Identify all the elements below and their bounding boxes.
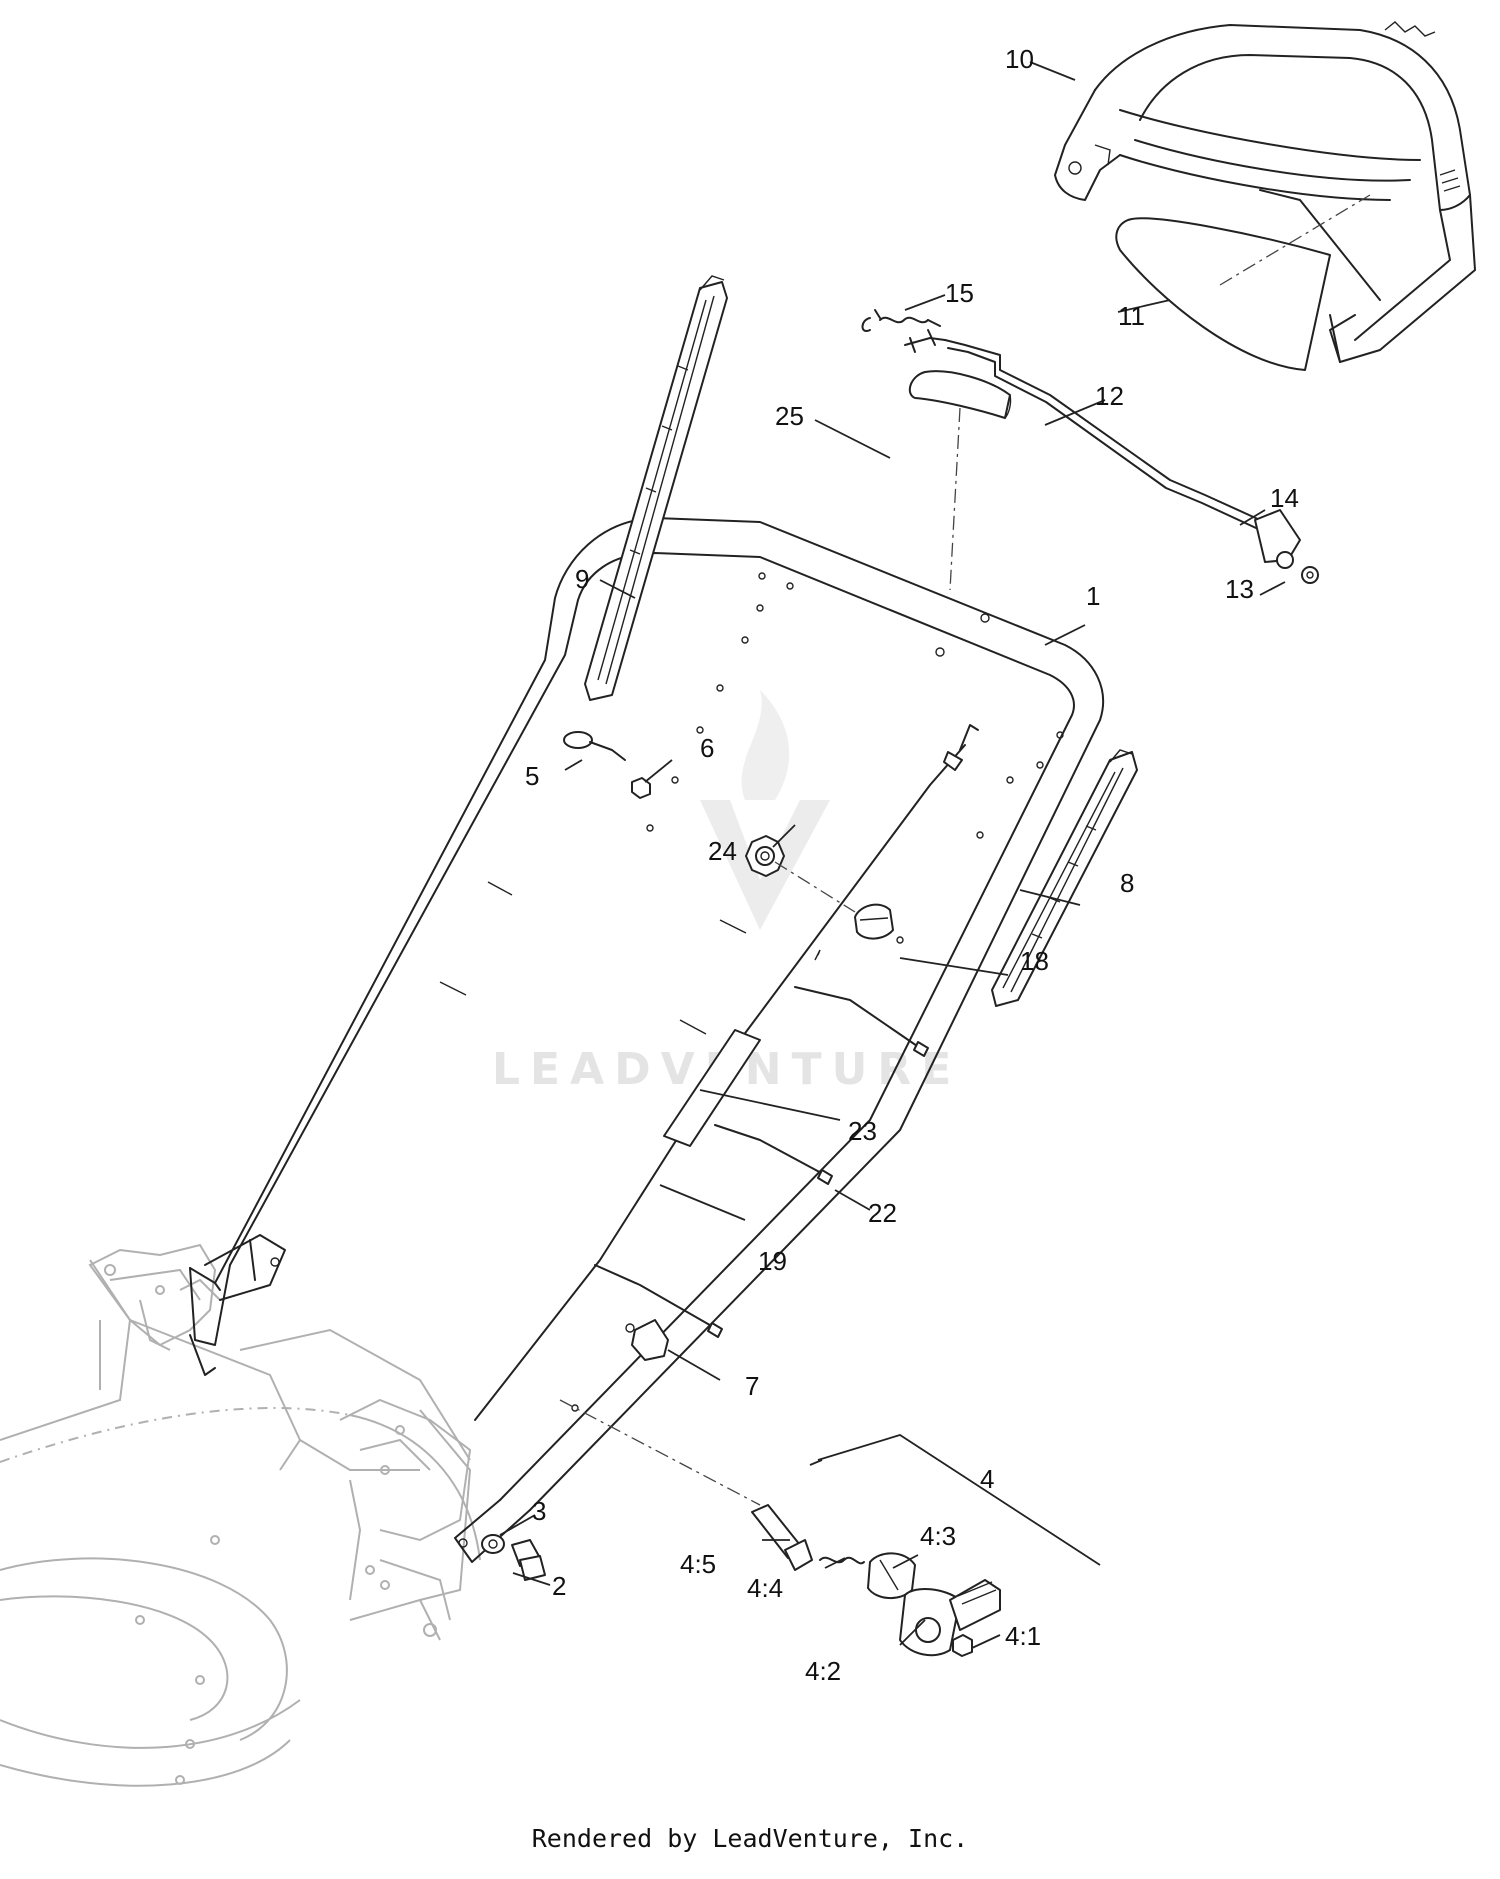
callout-6: 6 (700, 733, 714, 763)
hairpin-clip (563, 731, 626, 761)
callout-4-5: 4:5 (680, 1549, 716, 1579)
mower-deck-outline (0, 1259, 481, 1787)
callout-13: 13 (1225, 574, 1254, 604)
main-handle (189, 517, 1105, 1563)
callout-11: 11 (1118, 301, 1145, 331)
callout-19: 19 (758, 1246, 787, 1276)
watermark: LEADVENTURE (492, 690, 951, 1095)
leader-lines (499, 61, 1286, 1649)
callout-15: 15 (945, 278, 974, 308)
grip-pad (908, 370, 1012, 591)
cable-guide (854, 903, 894, 940)
decal-label (663, 1029, 761, 1147)
callout-10: 10 (1005, 44, 1034, 74)
callout-1: 1 (1086, 581, 1100, 611)
callout-12: 12 (1095, 381, 1124, 411)
callout-18: 18 (1020, 946, 1049, 976)
height-adjust-assembly (559, 1399, 1001, 1657)
callout-labels: 1 2 3 4 4:1 4:2 4:3 4:4 4:5 5 6 7 8 9 10… (525, 44, 1299, 1686)
callout-14: 14 (1270, 483, 1299, 513)
left-pivot-bracket-outline (88, 1243, 472, 1621)
torsion-spring (861, 309, 941, 346)
callout-3: 3 (532, 1496, 546, 1526)
flat-washer (1301, 566, 1319, 584)
footer-credit: Rendered by LeadVenture, Inc. (531, 1824, 969, 1853)
side-grip-left (584, 275, 728, 701)
leadventure-logo-mark (700, 690, 830, 930)
callout-4: 4 (980, 1464, 994, 1494)
bail-rod (904, 337, 1261, 529)
hex-nut (631, 777, 651, 799)
cable-ties (594, 986, 929, 1338)
bail-cover (1115, 217, 1331, 371)
callout-23: 23 (848, 1116, 877, 1146)
cable-clip (625, 1319, 669, 1361)
callout-4-3: 4:3 (920, 1521, 956, 1551)
callout-5: 5 (525, 761, 539, 791)
callout-25: 25 (775, 401, 804, 431)
upper-bail (1054, 21, 1476, 363)
callout-4-4: 4:4 (747, 1573, 783, 1603)
pin-center-line (559, 1399, 761, 1506)
side-grip-right (991, 749, 1138, 1007)
callout-24: 24 (708, 836, 737, 866)
pivot-bushing (1254, 509, 1301, 569)
callout-22: 22 (868, 1198, 897, 1228)
shoulder-bolt (511, 1539, 546, 1581)
callout-8: 8 (1120, 868, 1134, 898)
callout-9: 9 (575, 564, 589, 594)
bail-center-line (1219, 194, 1371, 286)
callout-7: 7 (745, 1371, 759, 1401)
callout-4-2: 4:2 (805, 1656, 841, 1686)
callout-2: 2 (552, 1571, 566, 1601)
flat-washer-left (481, 1534, 505, 1554)
callout-4-1: 4:1 (1005, 1621, 1041, 1651)
